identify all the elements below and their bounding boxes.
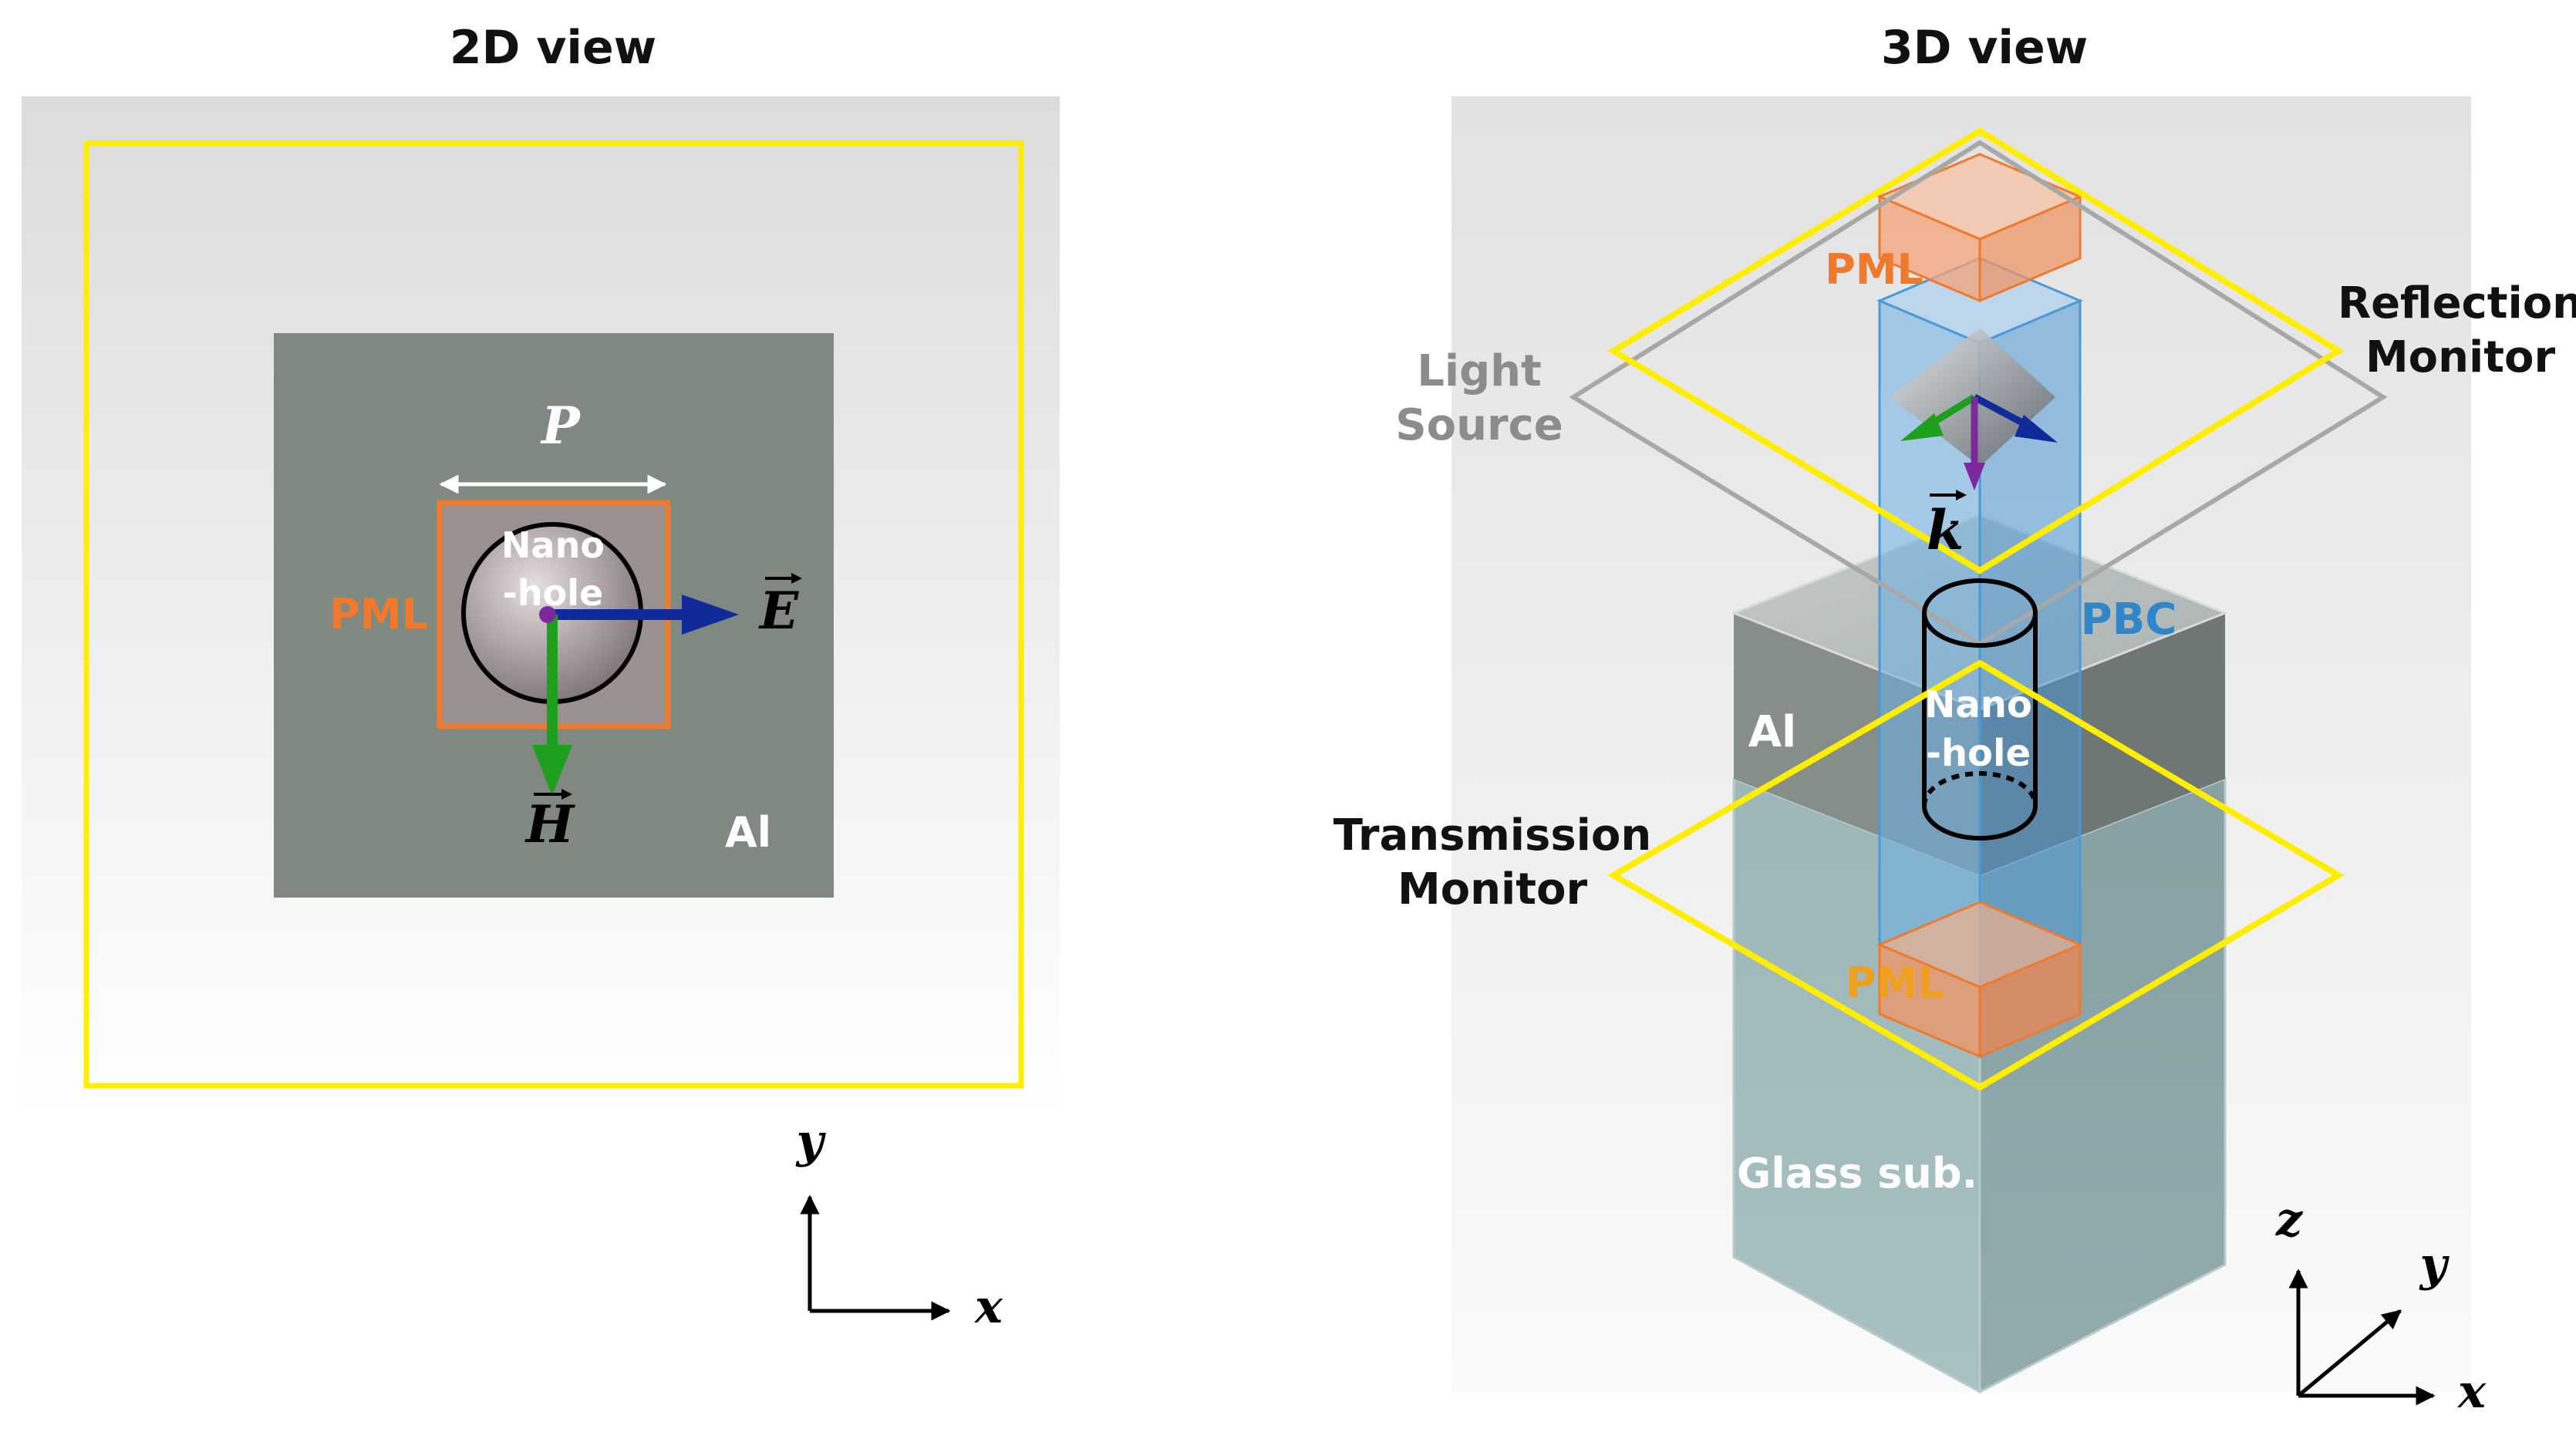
title-3d-view: 3D view — [1881, 21, 2088, 75]
e-field-label: E — [758, 581, 800, 641]
reflection-monitor-plane — [1607, 127, 2345, 574]
k-vector-dot-2d — [539, 606, 556, 623]
axes-2d — [800, 1194, 951, 1321]
axis-z-label-3d: z — [2275, 1193, 2304, 1247]
light-source-label-line1: Light — [1417, 346, 1542, 396]
axes-3d — [2288, 1268, 2436, 1406]
axis-x-label-2d: x — [973, 1280, 1003, 1334]
glass-substrate-label: Glass sub. — [1737, 1149, 1978, 1198]
pml-bottom-cap — [1876, 901, 2083, 989]
axis-y-label-3d: y — [2419, 1238, 2450, 1292]
aluminum-label-2d: Al — [725, 808, 771, 857]
source-h-arrow — [1900, 394, 1977, 441]
transmission-monitor-label-line2: Monitor — [1398, 864, 1588, 915]
aluminum-label-3d: Al — [1748, 707, 1797, 757]
transmission-monitor-label-line1: Transmission — [1334, 810, 1651, 861]
panel-3d-view: 3D view — [1334, 21, 2576, 1419]
source-k-arrow — [1964, 397, 1985, 490]
nanohole-label-3d-line2: -hole — [1926, 732, 2031, 775]
pml-bottom-label: PML — [1846, 959, 1944, 1007]
pml-top-label: PML — [1825, 245, 1924, 294]
pml-label-2d: PML — [329, 590, 428, 638]
pbc-label: PBC — [2081, 595, 2177, 645]
axis-x-label-3d: x — [2456, 1365, 2487, 1419]
transmission-monitor-plane — [1607, 659, 2345, 1091]
h-vector-overarrow — [534, 789, 572, 800]
h-field-label: H — [524, 794, 576, 854]
nanohole-cylinder — [1922, 578, 2038, 841]
reflection-monitor-label-line1: Reflection — [2338, 278, 2576, 328]
e-vector-overarrow — [765, 573, 802, 584]
source-e-arrow — [1972, 394, 2058, 443]
nanohole-label-2d-line2: -hole — [503, 572, 603, 614]
axis-y-label-2d: y — [795, 1114, 827, 1168]
reflection-monitor-label-line2: Monitor — [2365, 332, 2556, 382]
nanohole-label-2d-line1: Nano — [501, 524, 605, 566]
monitor-outline-2d — [83, 140, 1024, 1089]
k-vector-overarrow — [1930, 490, 1967, 500]
h-field-arrow — [532, 615, 572, 796]
e-field-arrow — [549, 595, 739, 635]
light-source-label-line2: Source — [1395, 400, 1563, 450]
period-label: P — [540, 396, 582, 456]
panel-2d-view: 2D view P PML Nano -hole E H — [22, 21, 1060, 1334]
k-vector-label: k — [1927, 498, 1964, 562]
nanohole-label-3d-line1: Nano — [1924, 683, 2032, 726]
title-2d-view: 2D view — [450, 21, 656, 75]
